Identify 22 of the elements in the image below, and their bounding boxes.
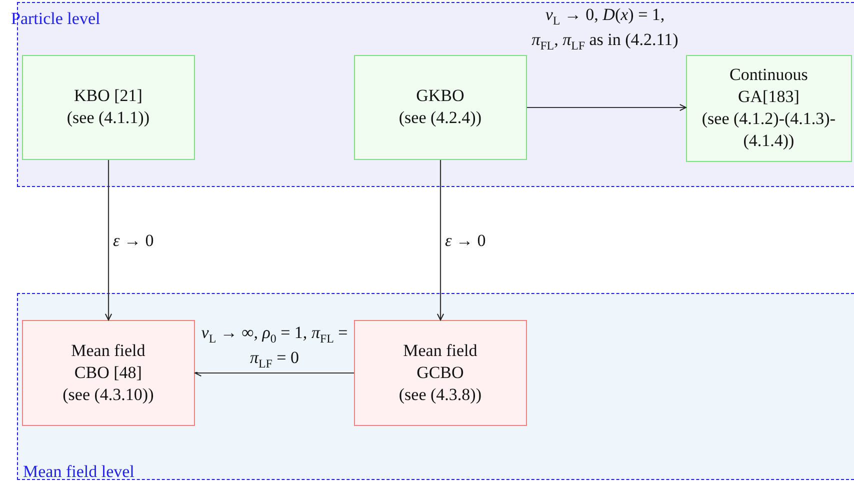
arrow (194, 369, 354, 377)
method-name: Mean field CBO [48] (70, 340, 146, 384)
equation-reference: (see (4.1.1)) (66, 107, 150, 130)
process-box (22, 54, 195, 160)
process-box (354, 54, 527, 160)
equation-reference: (see (4.1.2)-(4.1.3)-(4.1.4)) (700, 108, 836, 152)
arrow (527, 104, 686, 112)
region-title: Mean field level (23, 462, 134, 482)
region-title: Particle level (11, 9, 100, 29)
equation-reference: (see (4.3.8)) (398, 384, 482, 406)
process-box (686, 54, 852, 162)
process-box (22, 320, 195, 426)
equation-reference: (see (4.2.4)) (398, 107, 482, 130)
arrow (104, 160, 112, 320)
equation-reference: (see (4.3.10)) (62, 384, 154, 406)
process-box (354, 320, 527, 426)
method-name: KBO [21] (74, 85, 142, 108)
method-name: Continuous GA[183] (728, 64, 809, 108)
method-name: GKBO (416, 85, 464, 108)
arrow (436, 160, 444, 320)
method-name: Mean field GCBO (402, 340, 478, 384)
level-region (17, 293, 854, 480)
